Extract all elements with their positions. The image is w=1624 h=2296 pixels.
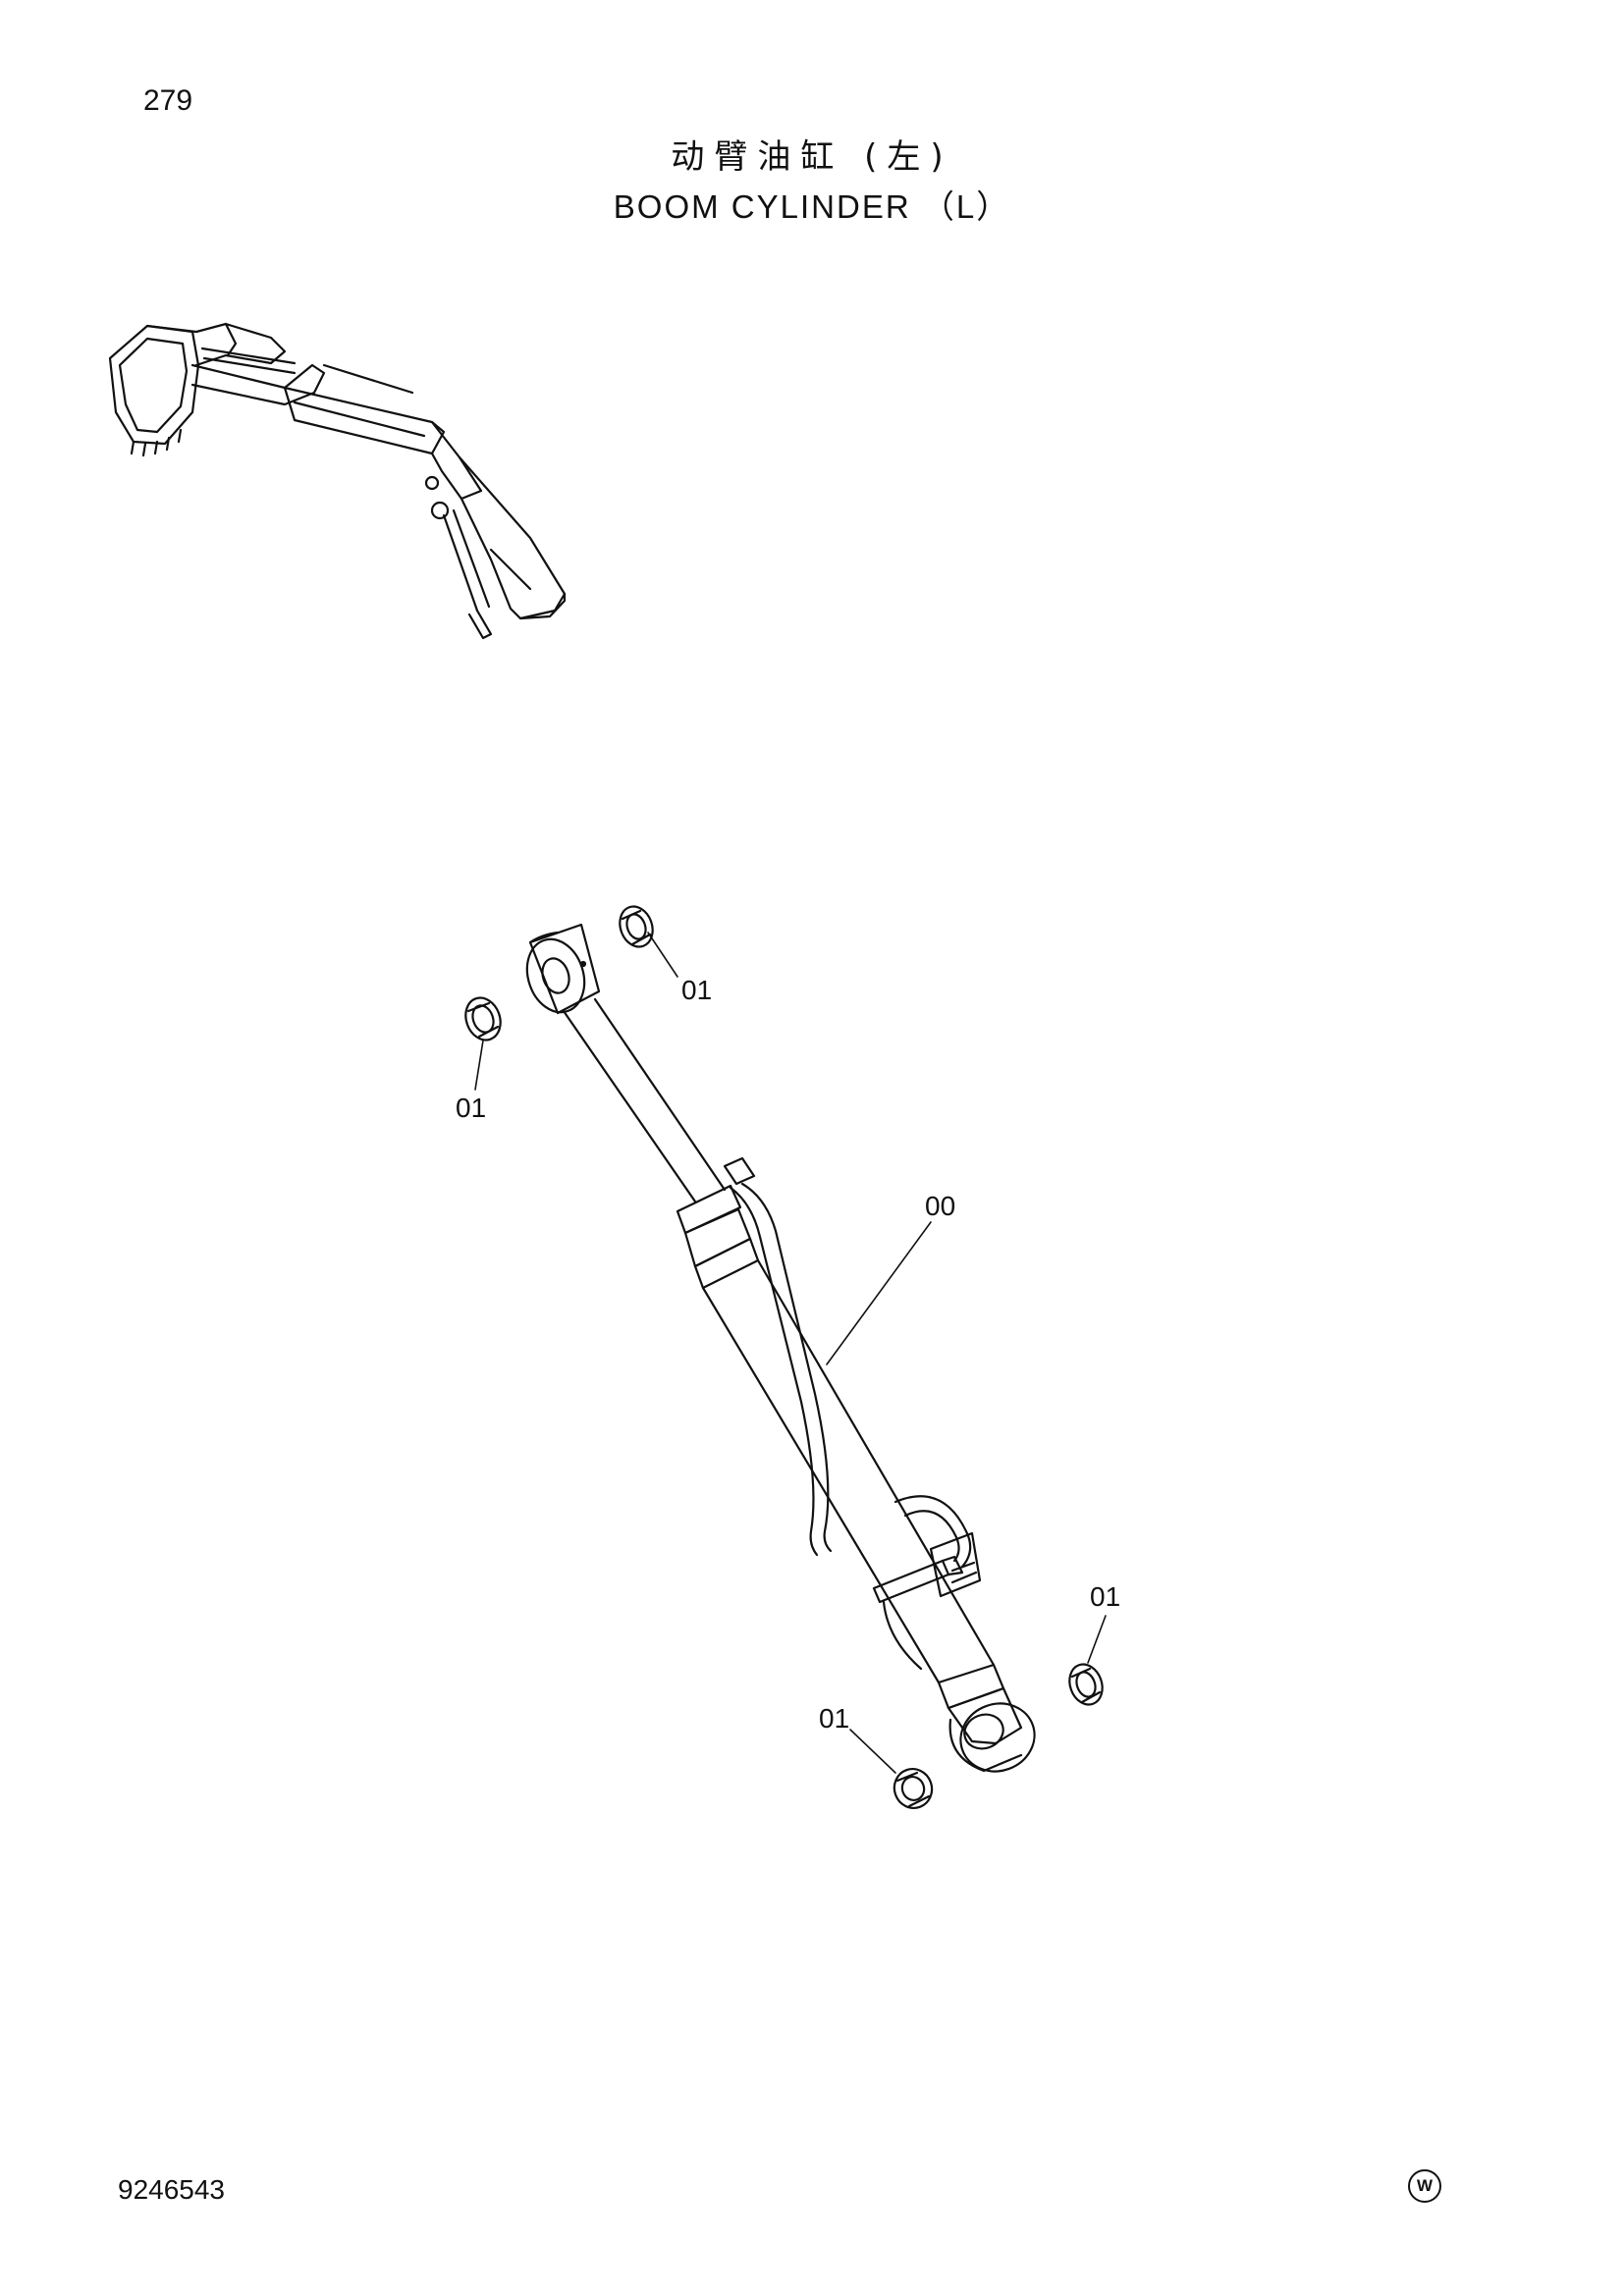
callout-label-01-bottom-left: 01 [819,1703,849,1734]
circled-w-mark: W [1408,2169,1441,2203]
leader-line [1087,1615,1107,1664]
callout-label-01-top-left: 01 [456,1093,486,1123]
bushing-bottom-right [1068,1663,1104,1706]
page-title-english: BOOM CYLINDER （L） [613,188,1011,225]
leader-line [474,1040,484,1091]
leader-lines [474,932,1107,1774]
document-number: 9246543 [118,2174,226,2205]
boom-cylinder-assembly [525,923,1036,1773]
leader-line [849,1729,896,1774]
page-number: 279 [143,84,193,117]
bushing-bottom-left [893,1768,934,1809]
leader-line [826,1221,932,1365]
callout-label-00: 00 [925,1191,955,1221]
callout-label-01-top-right: 01 [681,975,712,1005]
bushing-top-left [464,996,502,1041]
bushing-top-right [619,905,654,948]
leader-line [647,932,678,978]
page-title-chinese: 动臂油缸 (左) [671,137,953,177]
excavator-overview-illustration [108,322,567,640]
callout-label-01-bottom-right: 01 [1090,1581,1120,1612]
